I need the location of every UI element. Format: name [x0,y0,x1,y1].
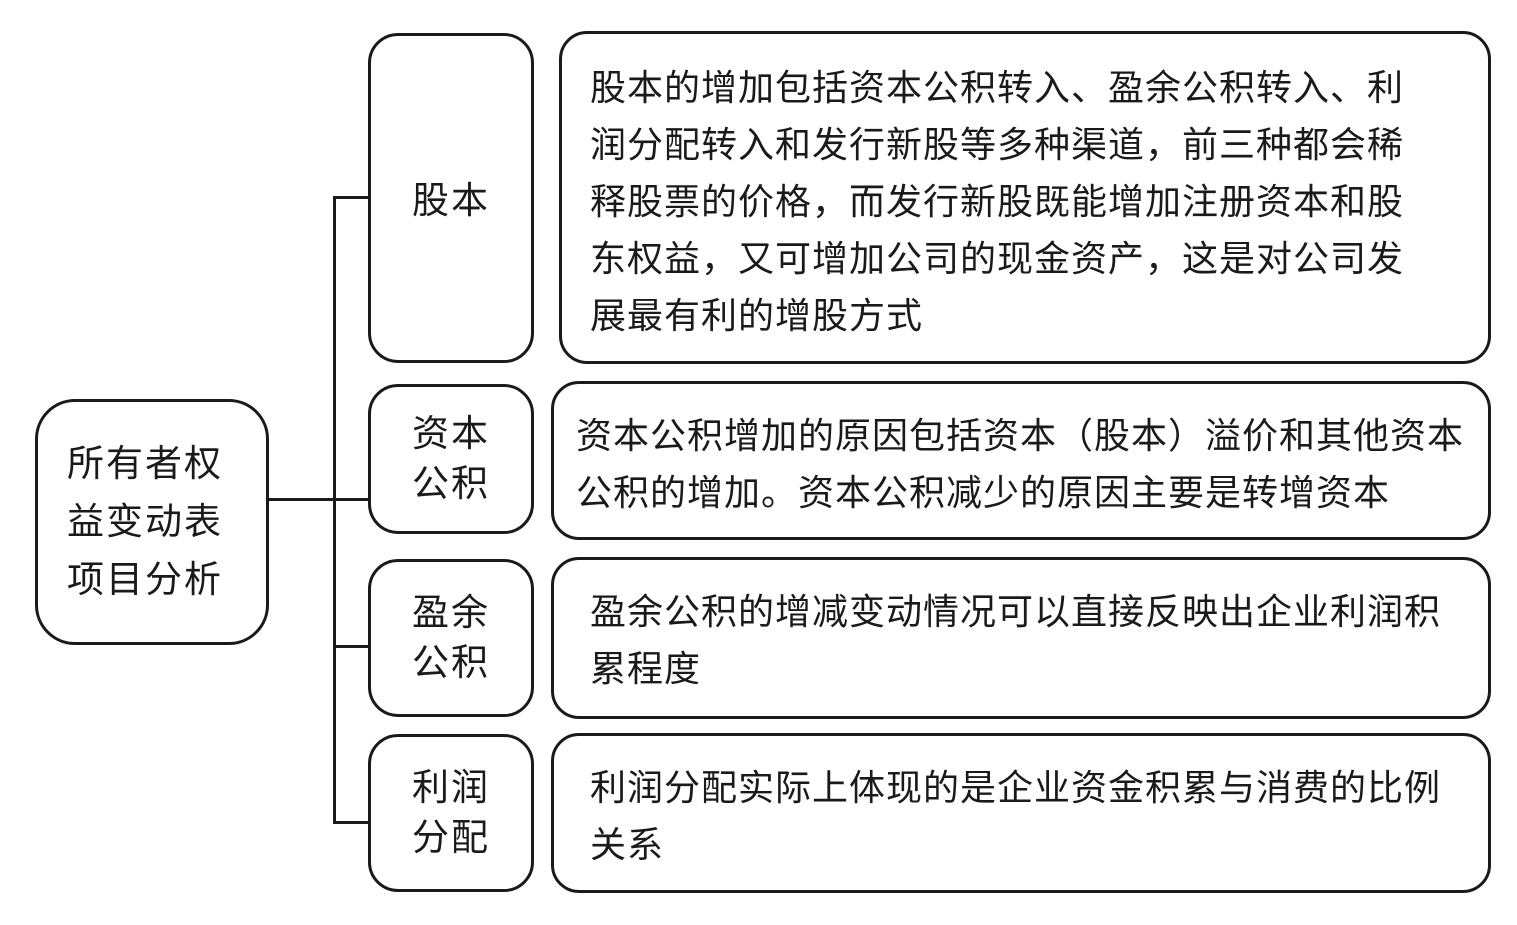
category-node-capital-reserve: 资本公积 [368,384,534,534]
category-label: 资本公积 [412,412,490,505]
category-node-profit-distribution: 利润分配 [368,734,534,892]
description-text: 资本公积增加的原因包括资本（股本）溢价和其他资本公积的增加。资本公积减少的原因主… [576,416,1465,514]
root-node: 所有者权益变动表项目分析 [35,399,269,645]
category-label: 盈余公积 [412,591,490,684]
description-node-share-capital: 股本的增加包括资本公积转入、盈余公积转入、利润分配转入和发行新股等多种渠道，前三… [559,31,1491,364]
trunk-line [333,196,336,824]
description-node-surplus-reserve: 盈余公积的增减变动情况可以直接反映出企业利润积累程度 [551,557,1491,719]
category-node-share-capital: 股本 [368,33,534,363]
category-label: 股本 [412,179,490,222]
branch-connector-3 [333,645,370,648]
category-node-surplus-reserve: 盈余公积 [368,559,534,717]
description-node-profit-distribution: 利润分配实际上体现的是企业资金积累与消费的比例关系 [551,733,1491,893]
root-connector [269,498,335,501]
description-text: 盈余公积的增减变动情况可以直接反映出企业利润积累程度 [590,592,1442,690]
branch-connector-2 [333,498,370,501]
branch-connector-4 [333,821,370,824]
description-node-capital-reserve: 资本公积增加的原因包括资本（股本）溢价和其他资本公积的增加。资本公积减少的原因主… [551,381,1491,540]
description-text: 利润分配实际上体现的是企业资金积累与消费的比例关系 [590,768,1442,866]
root-label: 所有者权益变动表项目分析 [67,442,223,601]
category-label: 利润分配 [412,766,490,859]
branch-connector-1 [333,196,370,199]
description-text: 股本的增加包括资本公积转入、盈余公积转入、利润分配转入和发行新股等多种渠道，前三… [590,68,1405,337]
